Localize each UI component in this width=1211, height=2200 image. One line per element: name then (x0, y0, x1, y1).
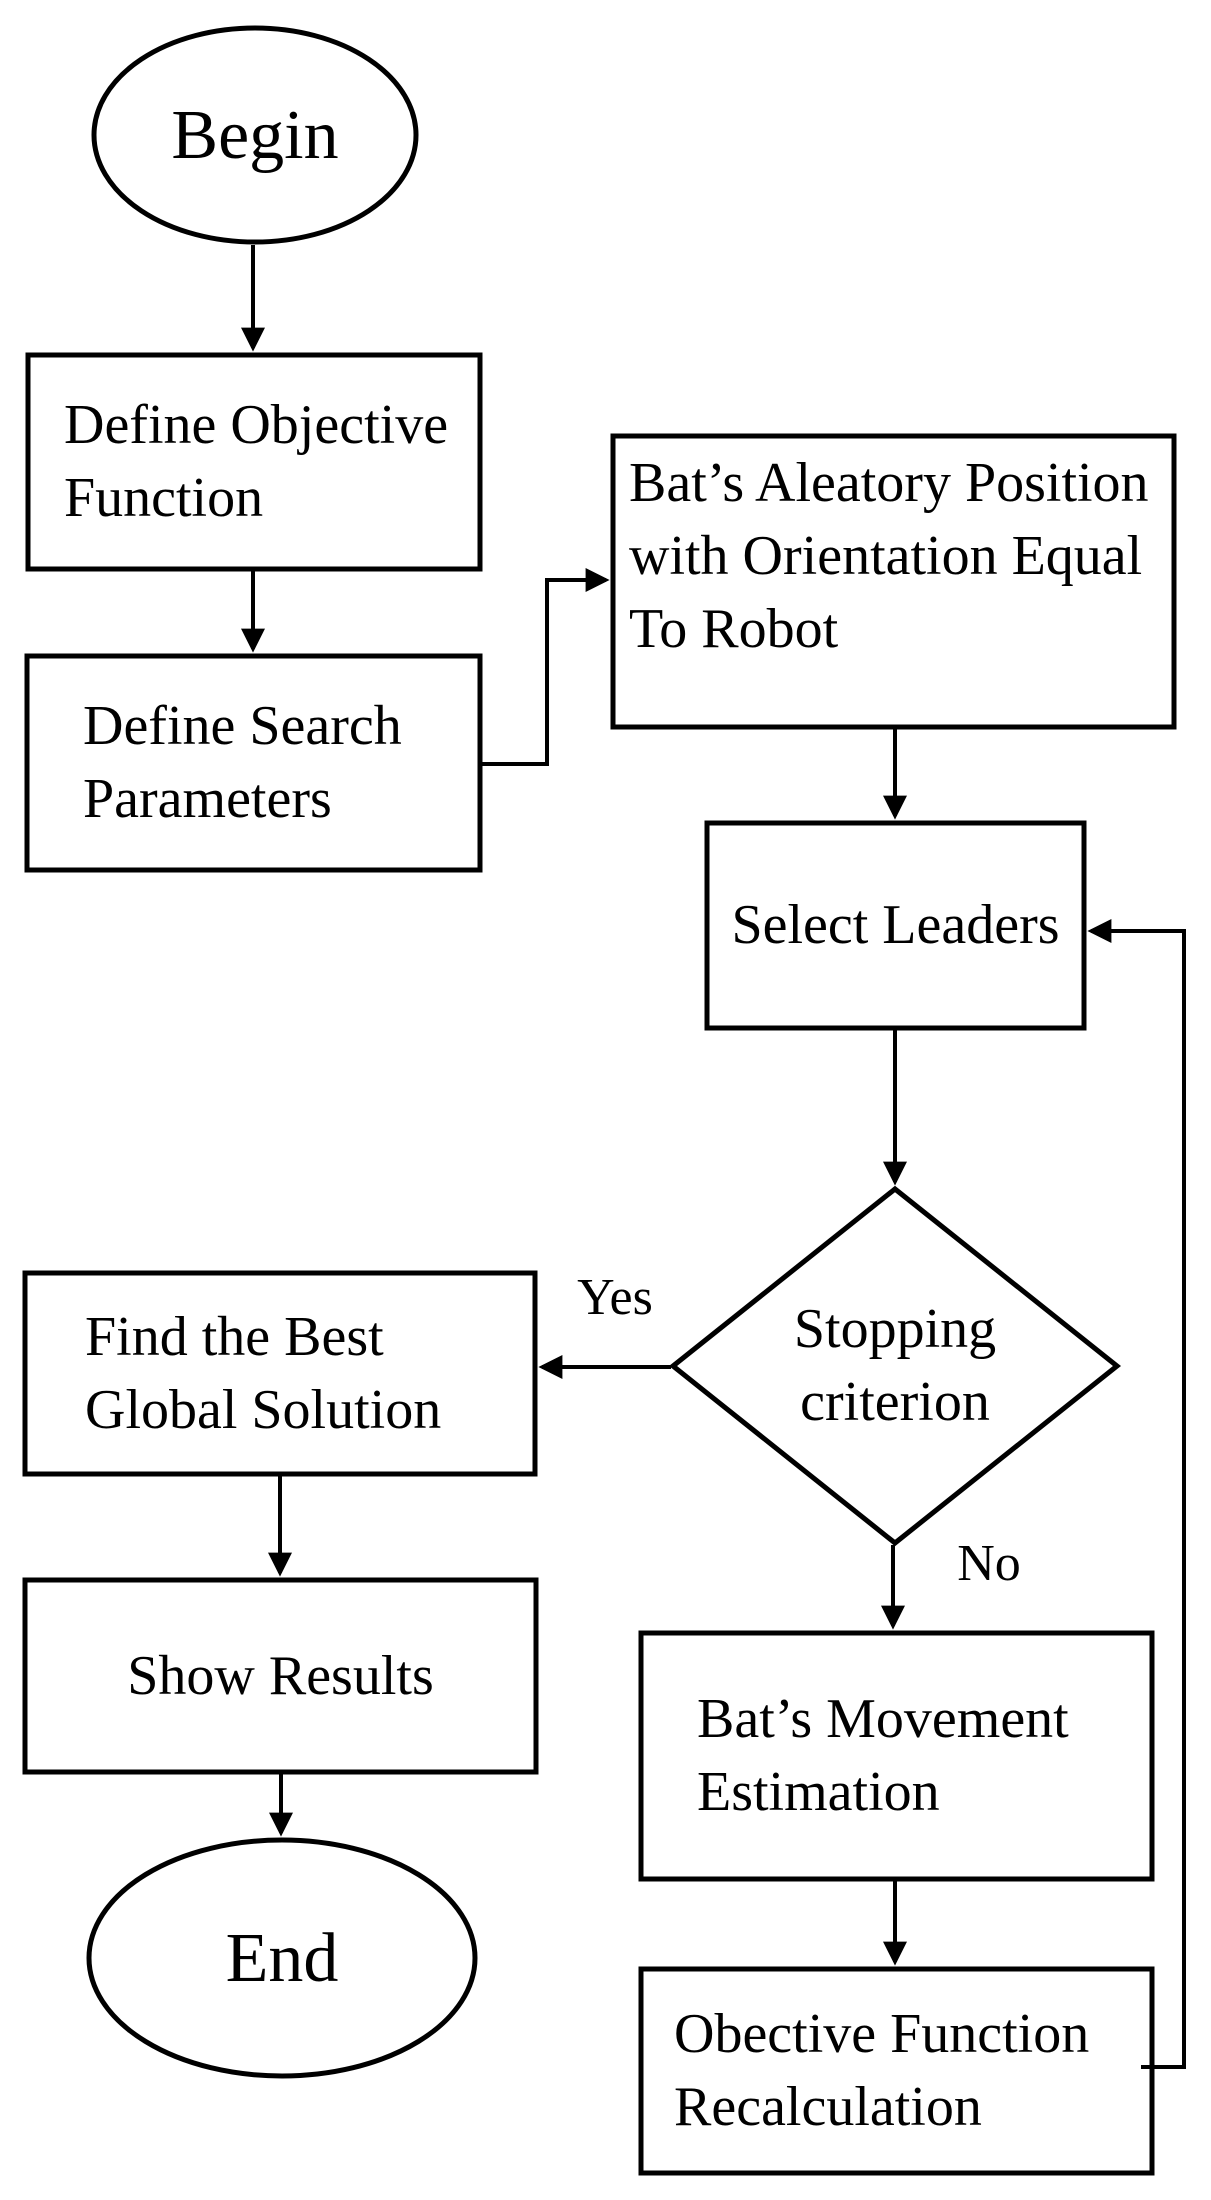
find-best-box-shape (22, 1270, 538, 1477)
objective-recalc-box-shape (638, 1966, 1155, 2176)
bat-movement-box-shape (638, 1630, 1155, 1882)
show-results-box-shape (22, 1577, 539, 1775)
define-objective-box-shape (25, 352, 483, 572)
edge-loop-objective-recalc-to-select-leaders (1087, 919, 1186, 2069)
stopping-criterion-diamond-shape (668, 1185, 1122, 1547)
bat-position-box-shape (610, 433, 1177, 730)
begin-ellipse-shape (91, 25, 419, 245)
select-leaders-box-shape (704, 820, 1087, 1031)
end-ellipse-shape (86, 1837, 478, 2079)
define-search-box-shape (24, 653, 483, 873)
edge-define-search-to-bat-position (480, 568, 610, 766)
